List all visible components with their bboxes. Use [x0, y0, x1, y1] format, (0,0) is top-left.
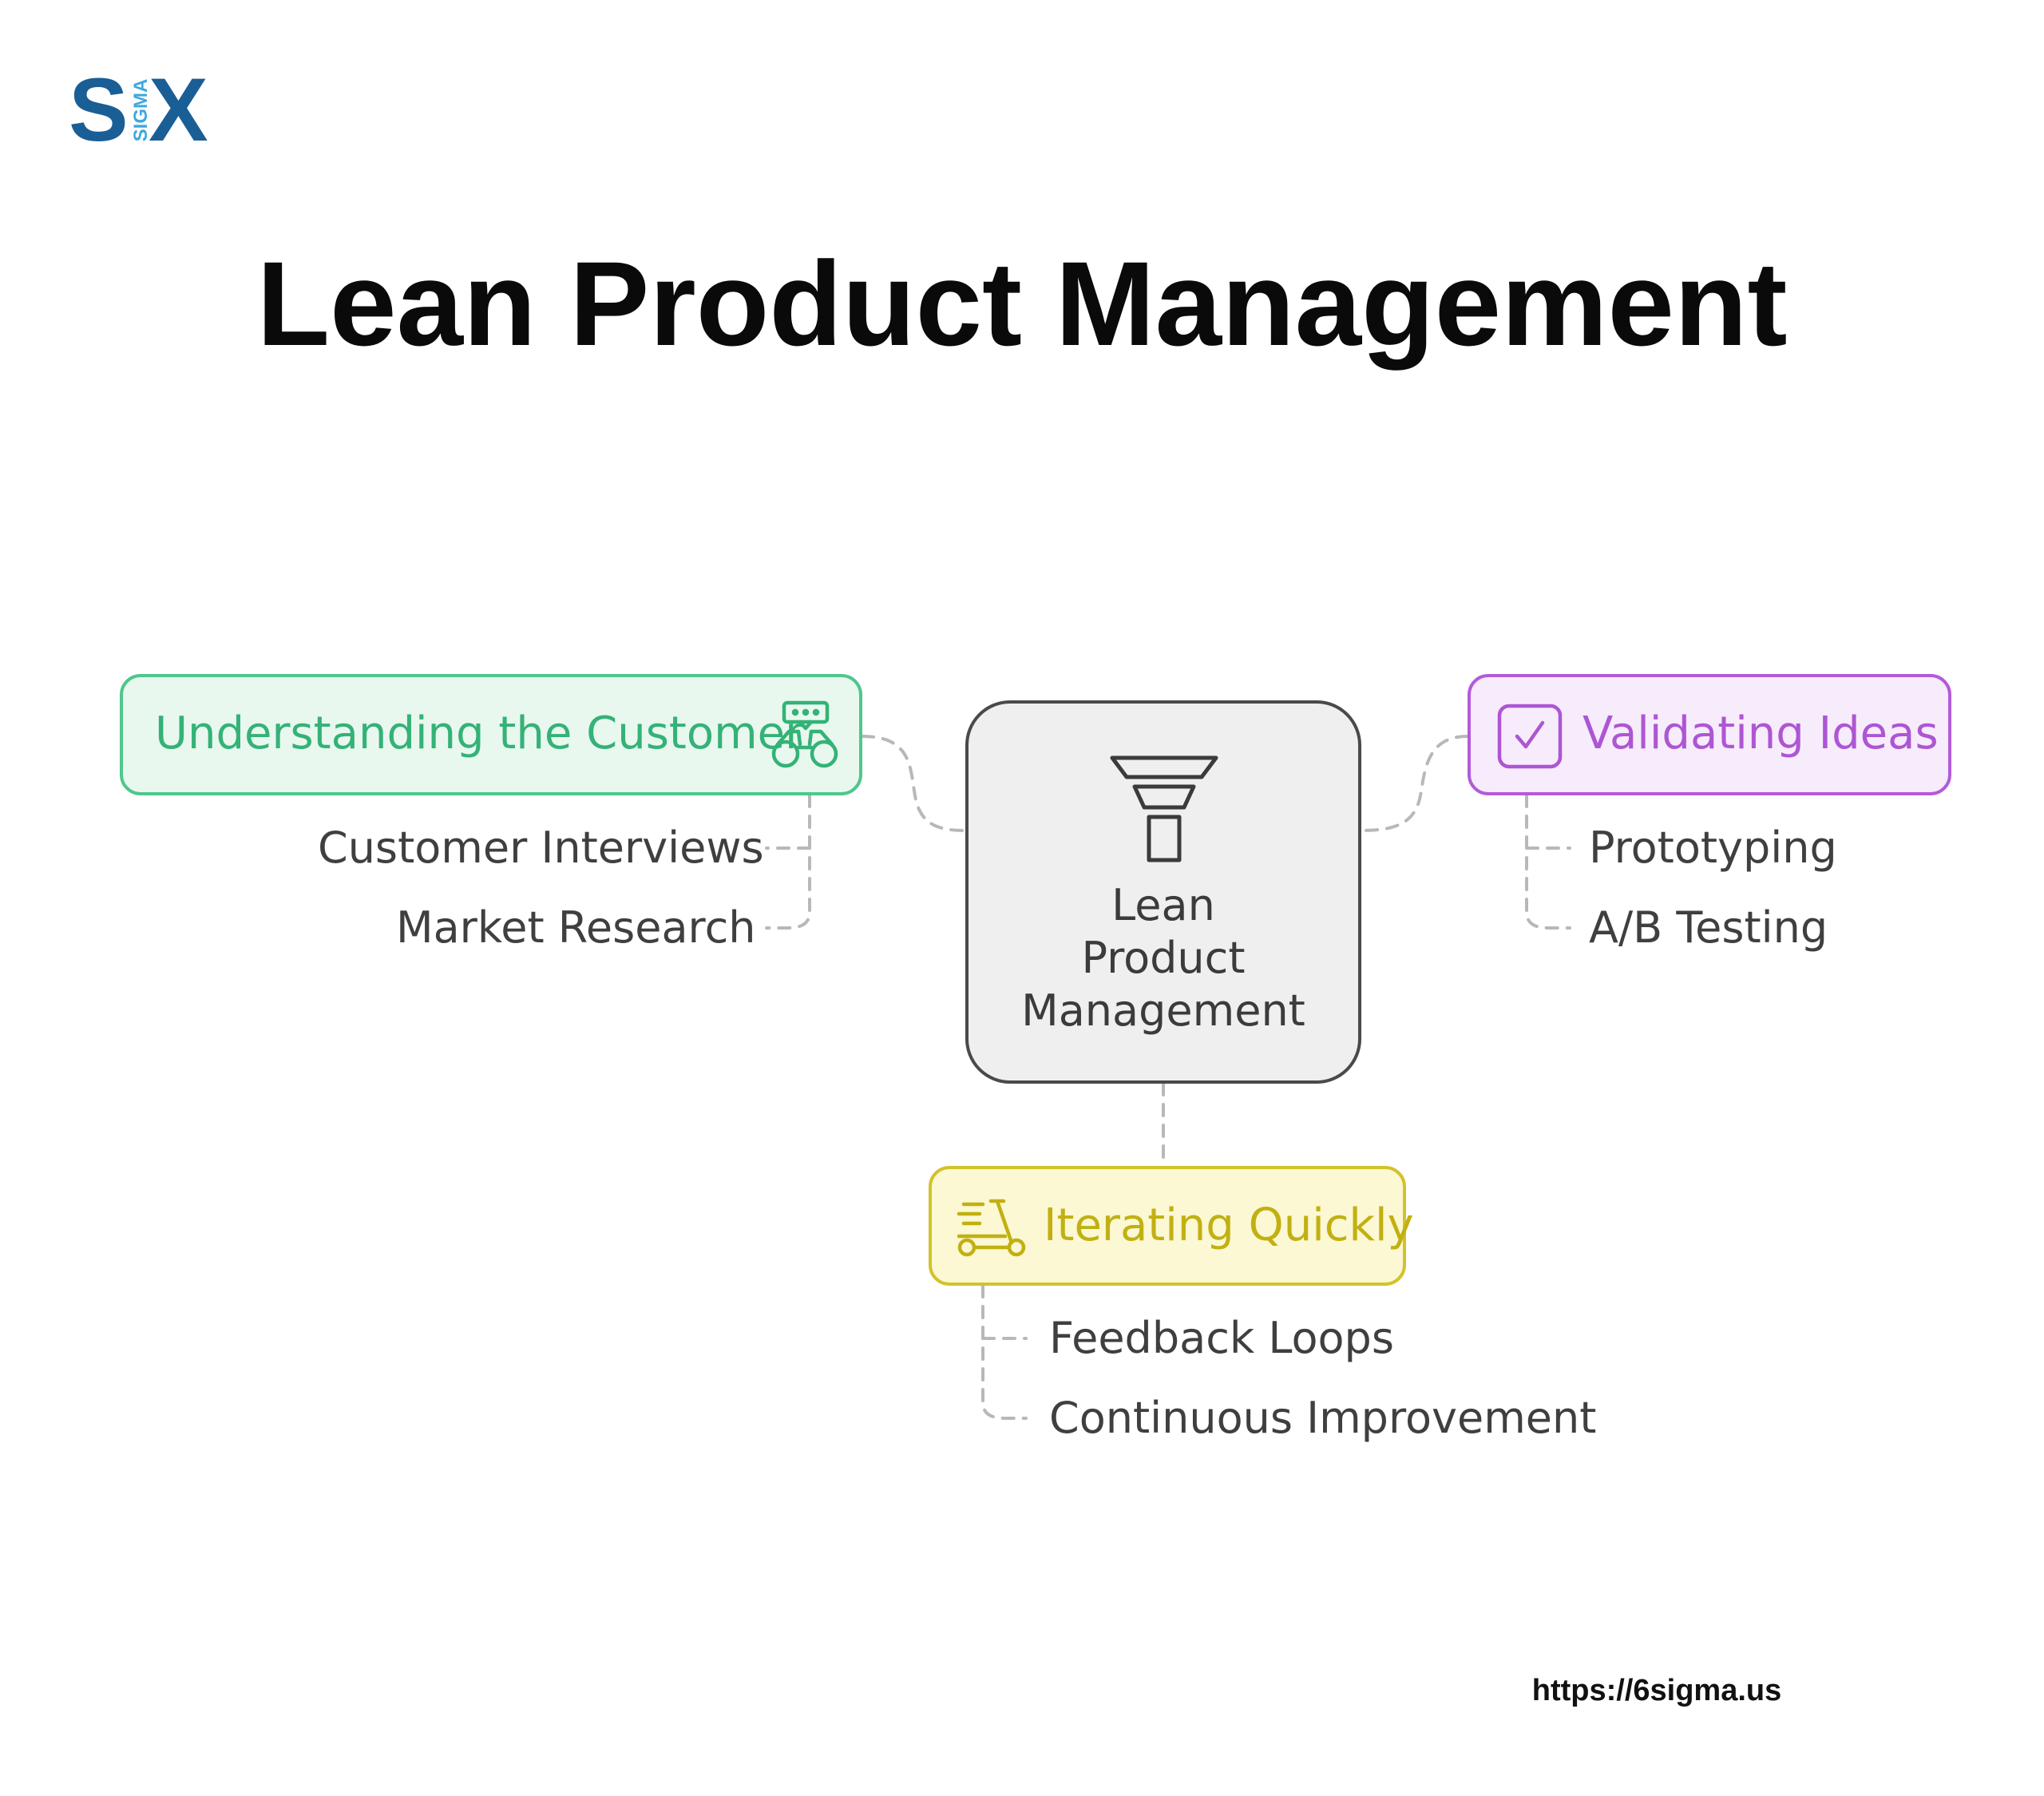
footer-url: https://6sigma.us — [1531, 1674, 1782, 1707]
connector-center-to-validating — [1360, 735, 1469, 832]
binoculars-chat-icon — [771, 700, 838, 768]
connector-center-to-customer — [861, 735, 967, 832]
branch-validating-ideas: Validating Ideas — [1468, 674, 1951, 795]
connector-continuous-improvement — [981, 1284, 1028, 1420]
subitem-market-research: Market Research — [396, 902, 756, 953]
branch-label-validating-ideas: Validating Ideas — [1583, 708, 1939, 759]
sixsigma-logo: S SIGMA X — [69, 60, 220, 160]
center-node-label: Lean Product Management — [969, 879, 1358, 1037]
logo-letter-s: S — [69, 60, 129, 160]
subitem-continuous-improvement: Continuous Improvement — [1049, 1393, 1597, 1443]
branch-label-understanding-customer: Understanding the Customer — [155, 708, 804, 759]
scooter-icon — [957, 1199, 1026, 1257]
branch-iterating-quickly: Iterating Quickly — [929, 1166, 1414, 1286]
connector-ab-testing — [1525, 794, 1571, 930]
branch-understanding-customer: Understanding the Customer — [120, 674, 862, 795]
center-node: Lean Product Management — [965, 700, 1361, 1084]
subitem-prototyping: Prototyping — [1589, 823, 1837, 873]
subitem-ab-testing: A/B Testing — [1589, 902, 1828, 953]
center-label-line-1: Lean — [1111, 880, 1215, 930]
logo-letter-x: X — [149, 60, 208, 160]
connector-market-research — [765, 794, 811, 930]
funnel-icon — [1110, 755, 1218, 862]
branch-label-iterating-quickly: Iterating Quickly — [1044, 1199, 1414, 1251]
center-label-line-3: Management — [1021, 985, 1305, 1036]
checkbox-icon — [1497, 704, 1563, 769]
center-label-line-2: Product — [1081, 933, 1246, 983]
subitem-customer-interviews: Customer Interviews — [318, 823, 764, 873]
subitem-feedback-loops: Feedback Loops — [1049, 1313, 1394, 1363]
page-title: Lean Product Management — [256, 236, 1788, 371]
